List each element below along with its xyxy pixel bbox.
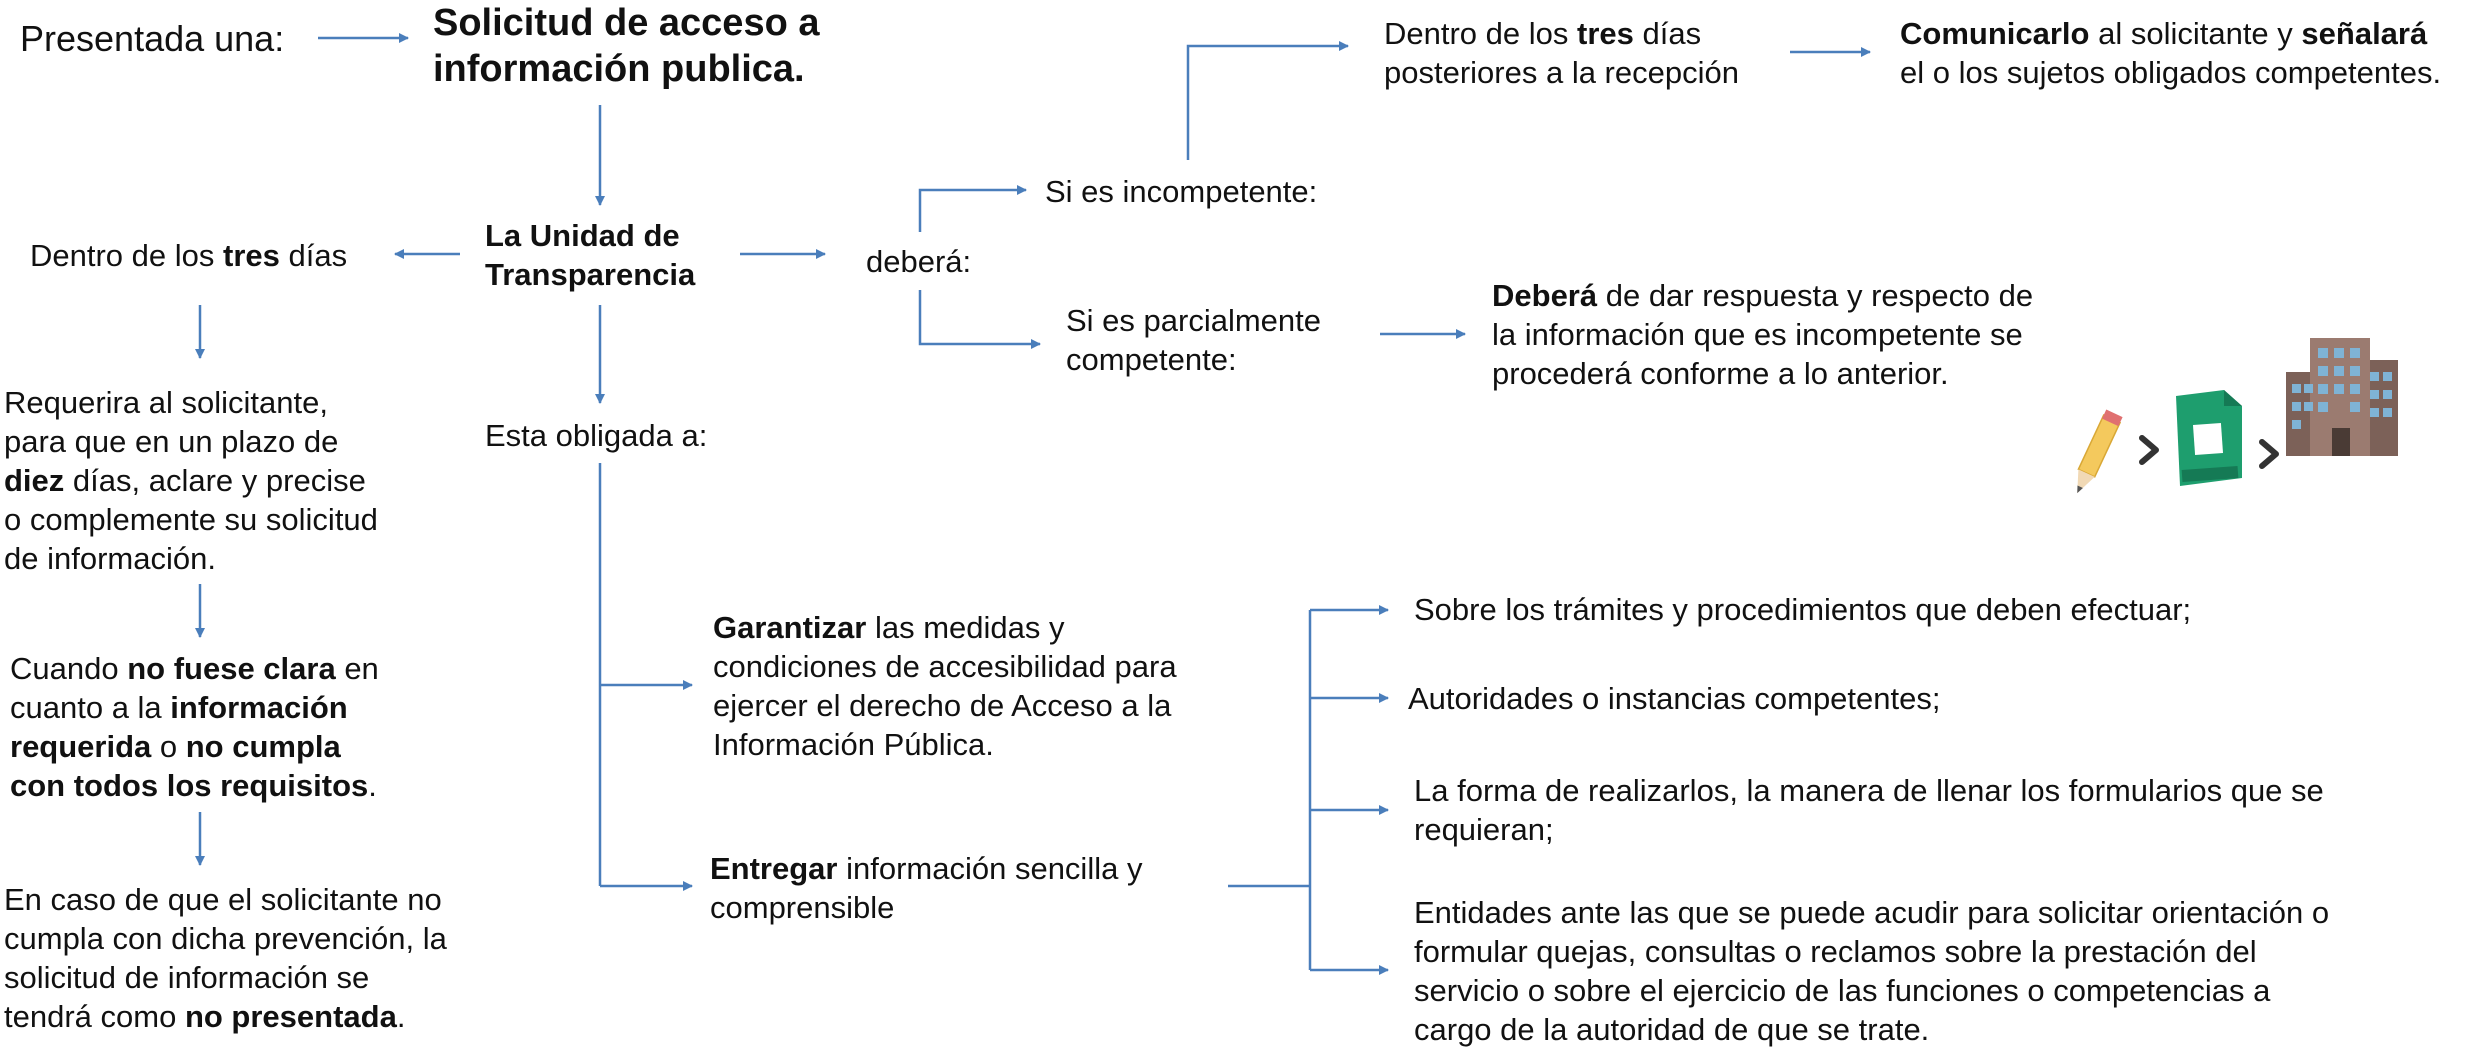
unidad-transparencia: La Unidad de Transparencia bbox=[485, 216, 718, 294]
forma-line: La forma de realizarlos, la manera de ll… bbox=[1414, 773, 2324, 808]
parcial-line: Si es parcialmente bbox=[1066, 303, 1322, 338]
forma-line: requieran; bbox=[1414, 812, 1554, 847]
entidades-line: servicio o sobre el ejercicio de las fun… bbox=[1414, 973, 2271, 1008]
word-document-icon bbox=[2176, 390, 2242, 486]
entidades-line: cargo de la autoridad de que se trate. bbox=[1414, 1012, 1930, 1047]
cuando-text: Cuando no fuese clara en cuanto a la inf… bbox=[10, 649, 414, 805]
entidades-line: formular quejas, consultas o reclamos so… bbox=[1414, 934, 2257, 969]
encaso-line: solicitud de información se bbox=[4, 960, 370, 995]
encaso-line: En caso de que el solicitante no bbox=[4, 882, 442, 917]
parcial-line: competente: bbox=[1066, 342, 1237, 377]
parcial-label: Si es parcialmente competente: bbox=[1066, 301, 1348, 379]
incompetente-label: Si es incompetente: bbox=[1045, 174, 1318, 209]
encaso-text: En caso de que el solicitante no cumpla … bbox=[4, 880, 464, 1036]
entregar-text: Entregar información sencilla y comprens… bbox=[710, 849, 1213, 927]
encaso-line: cumpla con dicha prevención, la bbox=[4, 921, 447, 956]
tres-dias-top-line: posteriores a la recepción bbox=[1384, 55, 1739, 90]
entregar-line: Entregar información sencilla y bbox=[710, 851, 1143, 886]
garantizar-text: Garantizar las medidas y condiciones de … bbox=[713, 608, 1213, 764]
parcial-resp-line: la información que es incompetente se bbox=[1492, 317, 2023, 352]
debera-label: deberá: bbox=[866, 244, 972, 279]
presentada-label: Presentada una: bbox=[20, 18, 285, 59]
garantizar-line: Garantizar las medidas y bbox=[713, 610, 1065, 645]
unidad-line: Transparencia bbox=[485, 257, 696, 292]
autoridades: Autoridades o instancias competentes; bbox=[1408, 681, 1941, 716]
tres-dias-top-line: Dentro de los tres días bbox=[1384, 16, 1702, 51]
garantizar-line: condiciones de accesibilidad para bbox=[713, 649, 1177, 684]
sobre-tramites: Sobre los trámites y procedimientos que … bbox=[1414, 592, 2192, 627]
encaso-line: tendrá como no presentada. bbox=[4, 999, 406, 1034]
parcial-resp-line: Deberá de dar respuesta y respecto de bbox=[1492, 278, 2034, 313]
left-tres-dias: Dentro de los tres días bbox=[30, 238, 348, 273]
cuando-line: requerida o no cumpla bbox=[10, 729, 341, 764]
building-icon bbox=[2286, 338, 2398, 456]
parcial-respuesta: Deberá de dar respuesta y respecto de la… bbox=[1492, 276, 2064, 393]
obligada-label: Esta obligada a: bbox=[485, 418, 708, 453]
requerira-text: Requerira al solicitante, para que en un… bbox=[4, 383, 400, 578]
solicitud-line: Solicitud de acceso a bbox=[433, 2, 820, 44]
parcial-resp-line: procederá conforme a lo anterior. bbox=[1492, 356, 1949, 391]
requerira-line: para que en un plazo de bbox=[4, 424, 339, 459]
unidad-line: La Unidad de bbox=[485, 218, 680, 253]
requerira-line: Requerira al solicitante, bbox=[4, 385, 328, 420]
requerira-line: diez días, aclare y precise bbox=[4, 463, 366, 498]
pencil-icon bbox=[2077, 409, 2123, 494]
forma-text: La forma de realizarlos, la manera de ll… bbox=[1414, 771, 2354, 849]
garantizar-line: ejercer el derecho de Acceso a la bbox=[713, 688, 1172, 723]
cuando-line: con todos los requisitos. bbox=[10, 768, 377, 803]
chevron-right-icon bbox=[2259, 439, 2279, 469]
cuando-line: cuanto a la información bbox=[10, 690, 348, 725]
garantizar-line: Información Pública. bbox=[713, 727, 994, 762]
comunicar-text: Comunicarlo al solicitante y señalará el… bbox=[1900, 14, 2441, 92]
chevron-right-icon bbox=[2139, 435, 2159, 465]
cuando-line: Cuando no fuese clara en bbox=[10, 651, 379, 686]
entidades-text: Entidades ante las que se puede acudir p… bbox=[1414, 893, 2380, 1049]
requerira-line: o complemente su solicitud bbox=[4, 502, 378, 537]
entregar-line: comprensible bbox=[710, 890, 895, 925]
solicitud-title: Solicitud de acceso a información public… bbox=[433, 0, 819, 92]
tres-dias-top: Dentro de los tres días posteriores a la… bbox=[1384, 14, 1766, 92]
solicitud-line: información publica. bbox=[433, 48, 805, 90]
entidades-line: Entidades ante las que se puede acudir p… bbox=[1414, 895, 2330, 930]
comunicar-line: el o los sujetos obligados competentes. bbox=[1900, 55, 2442, 90]
comunicar-line: Comunicarlo al solicitante y señalará bbox=[1900, 16, 2428, 51]
requerira-line: de información. bbox=[4, 541, 216, 576]
